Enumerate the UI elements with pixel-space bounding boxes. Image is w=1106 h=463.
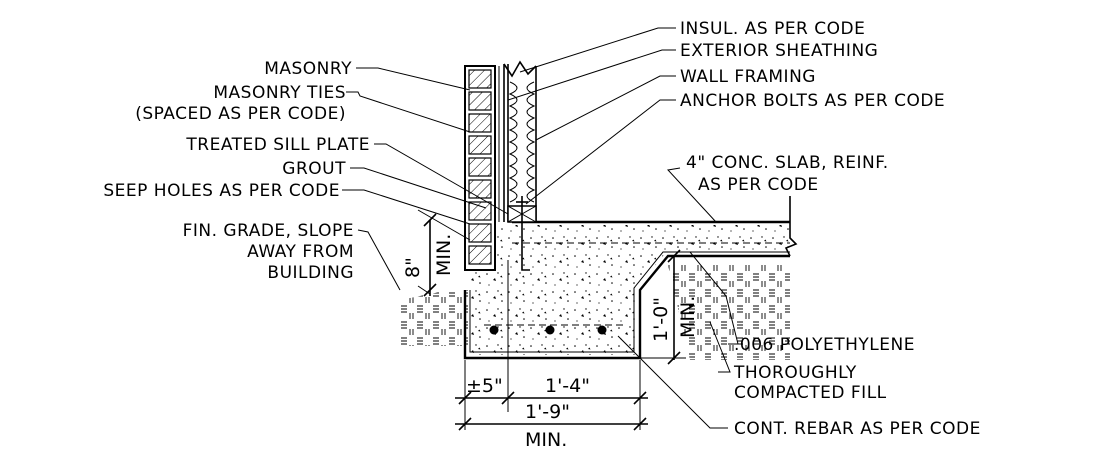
label-poly: .006 POLYETHYLENE	[734, 335, 915, 355]
label-grade-3: BUILDING	[267, 263, 354, 283]
label-slab-1: 4" CONC. SLAB, REINF.	[686, 153, 889, 173]
label-sill-plate: TREATED SILL PLATE	[185, 135, 370, 155]
dim-thickening-text: 1'-0"	[650, 297, 672, 342]
earth-left	[400, 290, 468, 346]
dim-grade-height-text: 8"	[402, 257, 424, 278]
labels-left: MASONRY MASONRY TIES (SPACED AS PER CODE…	[103, 59, 370, 283]
compacted-fill	[668, 265, 790, 360]
rebar-1	[489, 325, 499, 335]
label-seep-holes: SEEP HOLES AS PER CODE	[103, 181, 340, 201]
leaders-left	[342, 67, 509, 291]
label-grade-1: FIN. GRADE, SLOPE	[183, 221, 354, 241]
rebar-2	[545, 325, 555, 335]
dim-footing-widths: ±5" 1'-4" 1'-9" MIN.	[455, 260, 648, 451]
dim-grade-height: 8" MIN.	[402, 209, 471, 297]
dim-footing-min-text: MIN.	[525, 429, 567, 451]
brick-courses	[468, 69, 492, 265]
concrete-footing	[463, 196, 798, 360]
leaders-right	[507, 27, 739, 429]
label-anchor-bolts: ANCHOR BOLTS AS PER CODE	[680, 91, 945, 111]
dim-footing-total-text: 1'-9"	[525, 401, 570, 423]
label-masonry-ties-2: (SPACED AS PER CODE)	[135, 104, 346, 124]
label-grout: GROUT	[282, 159, 346, 179]
dim-thickening: 1'-0" MIN.	[640, 249, 699, 365]
label-masonry-ties-1: MASONRY TIES	[213, 83, 346, 103]
dim-grade-min-text: MIN.	[433, 234, 455, 276]
label-framing: WALL FRAMING	[680, 67, 816, 87]
dim-brick-width-text: ±5"	[466, 375, 503, 397]
label-fill-2: COMPACTED FILL	[734, 383, 887, 403]
label-masonry: MASONRY	[264, 59, 352, 79]
dim-thickening-min-text: MIN.	[677, 296, 699, 338]
rebar-3	[597, 325, 607, 335]
label-insulation: INSUL. AS PER CODE	[680, 19, 865, 39]
masonry-wall	[464, 65, 500, 271]
dim-footing-part-text: 1'-4"	[545, 375, 590, 397]
label-slab-2: AS PER CODE	[698, 175, 819, 195]
label-grade-2: AWAY FROM	[247, 242, 354, 262]
label-rebar: CONT. REBAR AS PER CODE	[734, 419, 981, 439]
label-fill-1: THOROUGHLY	[733, 363, 857, 383]
labels-right: INSUL. AS PER CODE EXTERIOR SHEATHING WA…	[680, 19, 981, 439]
label-sheathing: EXTERIOR SHEATHING	[680, 41, 878, 61]
